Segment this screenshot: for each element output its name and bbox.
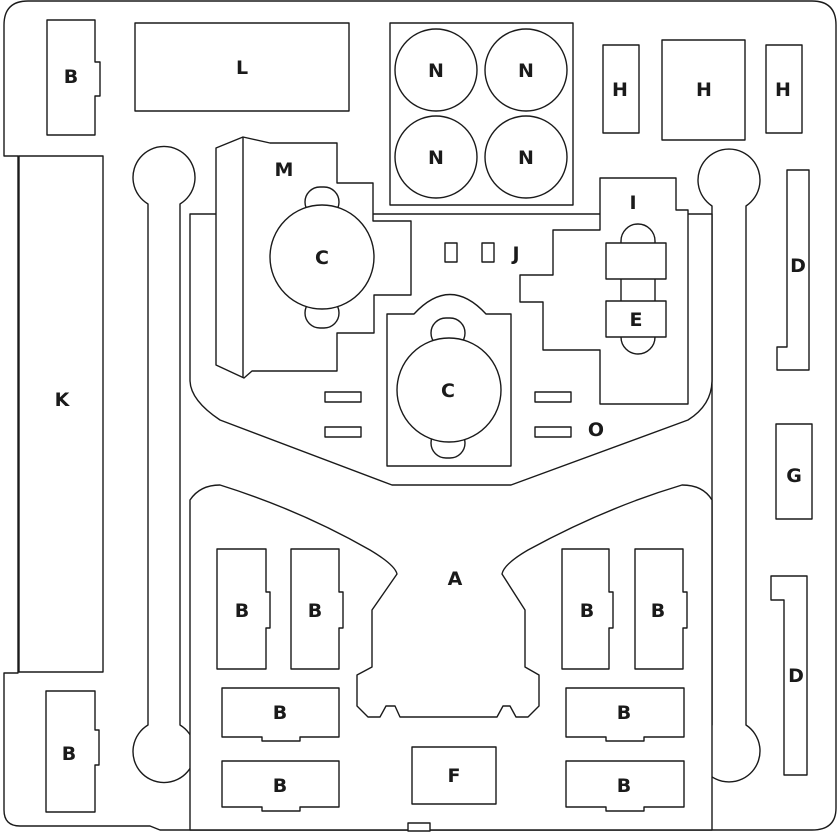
label-d-bottom: D: [788, 665, 804, 687]
slot-d-bottom: [770, 575, 808, 776]
slot-b-bottom-left: [45, 690, 100, 813]
slot-g: [775, 423, 813, 520]
slot-c-lower: [396, 337, 502, 443]
label-h-left: H: [612, 79, 628, 101]
label-o: O: [588, 419, 604, 441]
label-b-tray-1: B: [235, 600, 249, 622]
label-b-tray-3: B: [580, 600, 594, 622]
label-m: M: [275, 159, 294, 181]
label-n-4: N: [518, 147, 534, 169]
slot-h-right: [765, 44, 803, 134]
slot-h-center: [661, 39, 746, 141]
label-n-2: N: [518, 60, 534, 82]
slot-n-4: [484, 115, 568, 199]
label-g: G: [786, 465, 802, 487]
slot-b-tray-3: [561, 548, 614, 670]
slot-b-tray-6: [565, 687, 685, 742]
label-d-top: D: [790, 255, 806, 277]
slot-e: [605, 300, 667, 338]
slot-f-notch: [407, 822, 431, 832]
slot-b-tray-2: [290, 548, 344, 670]
slot-n-1: [394, 28, 478, 112]
label-b-tray-7: B: [273, 775, 287, 797]
label-b-tray-8: B: [617, 775, 631, 797]
slot-b-top-left: [46, 19, 101, 136]
label-b-tray-6: B: [617, 702, 631, 724]
label-n-1: N: [428, 60, 444, 82]
label-b-tray-4: B: [651, 600, 665, 622]
slot-k: [18, 155, 104, 673]
label-k: K: [55, 389, 71, 411]
label-n-3: N: [428, 147, 444, 169]
label-e: E: [630, 309, 643, 331]
slot-j-2: [481, 242, 495, 263]
label-h-center: H: [696, 79, 712, 101]
label-b-tray-2: B: [308, 600, 322, 622]
slot-bar-left: [132, 145, 196, 784]
slot-b-tray-5: [221, 687, 340, 742]
slot-n-3: [394, 115, 478, 199]
slot-n-2: [484, 28, 568, 112]
slot-l: [134, 22, 350, 112]
slot-j-1: [444, 242, 458, 263]
label-c-lower: C: [441, 380, 455, 402]
label-l: L: [236, 57, 248, 79]
slot-o-3: [534, 391, 572, 403]
slot-d-top: [776, 169, 810, 371]
label-b-tray-5: B: [273, 702, 287, 724]
slot-b-tray-1: [216, 548, 271, 670]
slot-h-left: [602, 44, 640, 134]
label-b-top-left: B: [64, 66, 78, 88]
slot-b-tray-7: [221, 760, 340, 812]
slot-o-1: [324, 391, 362, 403]
slot-c-upper: [269, 204, 375, 310]
label-j: J: [510, 243, 519, 265]
label-c-upper: C: [315, 247, 329, 269]
slot-o-2: [324, 426, 362, 438]
slot-o-4: [534, 426, 572, 438]
label-f: F: [448, 765, 461, 787]
slot-b-tray-4: [634, 548, 688, 670]
label-b-bottom-left: B: [62, 743, 76, 765]
label-i: I: [629, 192, 636, 214]
label-h-right: H: [775, 79, 791, 101]
slot-i-cross: [605, 242, 667, 280]
label-a: A: [448, 568, 463, 590]
slot-f: [411, 746, 497, 805]
slot-b-tray-8: [565, 760, 685, 812]
